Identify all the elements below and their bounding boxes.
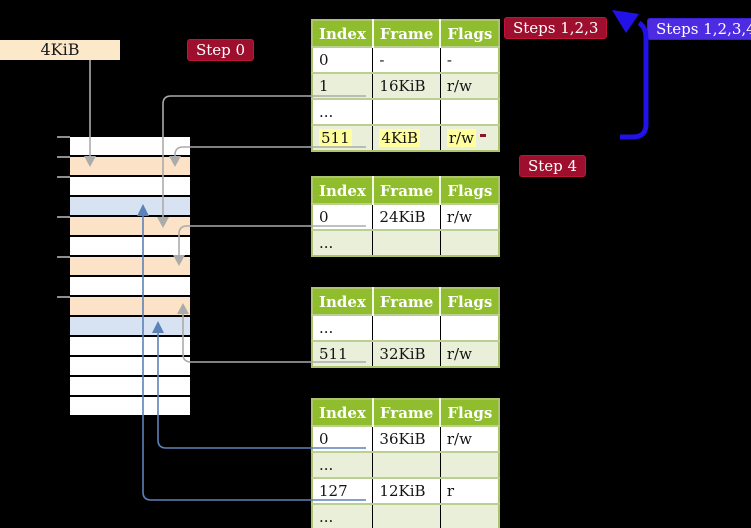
table-cell: r/w xyxy=(440,72,500,99)
table-row: 0-- xyxy=(312,46,500,73)
table-cell: r/w xyxy=(440,425,500,452)
highlighted-value: 511 xyxy=(319,129,352,147)
highlighted-value: 4KiB xyxy=(379,129,420,147)
badge-step-4: Step 4 xyxy=(519,155,587,177)
table-cell: r/w xyxy=(440,203,500,230)
highlighted-value: r/w xyxy=(446,129,476,147)
memory-tick xyxy=(57,216,70,218)
column-header-frame: Frame xyxy=(372,288,442,315)
table-cell: - xyxy=(440,46,500,73)
table-cell: r/w xyxy=(440,340,500,367)
table-cell: ... xyxy=(312,314,374,341)
badge-steps-1-2-3: Steps 1,2,3 xyxy=(504,17,608,39)
table-row: ... xyxy=(312,229,500,256)
table-cell: 32KiB xyxy=(372,340,441,367)
memory-frame-row-9 xyxy=(70,317,190,335)
table-cell: - xyxy=(372,46,441,73)
table-row: ... xyxy=(312,503,500,528)
table-row: ... xyxy=(312,98,500,125)
table-cell xyxy=(440,314,500,341)
memory-frame-row-10 xyxy=(70,337,190,355)
table-row: 511 4KiB r/w xyxy=(312,124,500,151)
memory-frame-row-5 xyxy=(70,237,190,255)
column-header-index: Index xyxy=(312,177,374,204)
memory-frame-row-8 xyxy=(70,297,190,315)
memory-tick xyxy=(57,176,70,178)
table-row: ... xyxy=(312,314,500,341)
column-header-index: Index xyxy=(312,20,374,47)
column-header-flags: Flags xyxy=(440,177,500,204)
table-cell: 1 xyxy=(312,72,374,99)
table-cell xyxy=(372,503,441,528)
memory-frame-row-11 xyxy=(70,357,190,375)
memory-frame-row-6 xyxy=(70,257,190,275)
table-row: ... xyxy=(312,451,500,478)
table-cell: 511 xyxy=(312,340,374,367)
memory-frame-row-12 xyxy=(70,377,190,395)
column-header-index: Index xyxy=(312,288,374,315)
recursion-loop-arrowhead-icon xyxy=(612,10,639,33)
table-cell xyxy=(372,98,441,125)
memory-frame-row-0 xyxy=(70,137,190,155)
table-cell xyxy=(440,98,500,125)
table-cell: 36KiB xyxy=(372,425,441,452)
table-cell: 0 xyxy=(312,46,374,73)
table-cell: r xyxy=(440,477,500,504)
memory-frame-row-2 xyxy=(70,177,190,195)
table-cell xyxy=(440,451,500,478)
table-cell: 127 xyxy=(312,477,374,504)
column-header-frame: Frame xyxy=(372,399,442,426)
memory-frame-row-7 xyxy=(70,277,190,295)
table-cell xyxy=(440,503,500,528)
table-cell: 0 xyxy=(312,425,374,452)
table-cell: 511 xyxy=(312,124,374,151)
memory-frame-row-4 xyxy=(70,217,190,235)
table-cell xyxy=(440,229,500,256)
column-header-flags: Flags xyxy=(440,20,500,47)
table-cell: 16KiB xyxy=(372,72,441,99)
memory-frame-row-1 xyxy=(70,157,190,175)
table-cell: 24KiB xyxy=(372,203,441,230)
memory-frame-row-13 xyxy=(70,397,190,415)
memory-tick xyxy=(57,256,70,258)
badge-step-0: Step 0 xyxy=(187,39,255,61)
table-cell xyxy=(372,451,441,478)
table-cell: 0 xyxy=(312,203,374,230)
table-cell xyxy=(372,229,441,256)
table-cell: ... xyxy=(312,98,374,125)
column-header-index: Index xyxy=(312,399,374,426)
table-cell: 12KiB xyxy=(372,477,441,504)
column-header-flags: Flags xyxy=(440,288,500,315)
memory-tick xyxy=(57,296,70,298)
badge-steps-1-2-3-4: Steps 1,2,3,4 xyxy=(647,18,751,40)
column-header-frame: Frame xyxy=(372,20,442,47)
column-header-frame: Frame xyxy=(372,177,442,204)
table-cell xyxy=(372,314,441,341)
memory-frame-row-3 xyxy=(70,197,190,215)
table-cell: r/w xyxy=(440,124,500,151)
memory-tick xyxy=(57,136,70,138)
page-size-label: 4KiB xyxy=(0,40,120,60)
table-cell: 4KiB xyxy=(372,124,441,151)
column-header-flags: Flags xyxy=(440,399,500,426)
table-cell: ... xyxy=(312,229,374,256)
table-cell: ... xyxy=(312,503,374,528)
table-cell: ... xyxy=(312,451,374,478)
recursion-loop-arrow xyxy=(620,20,649,140)
memory-tick xyxy=(57,156,70,158)
